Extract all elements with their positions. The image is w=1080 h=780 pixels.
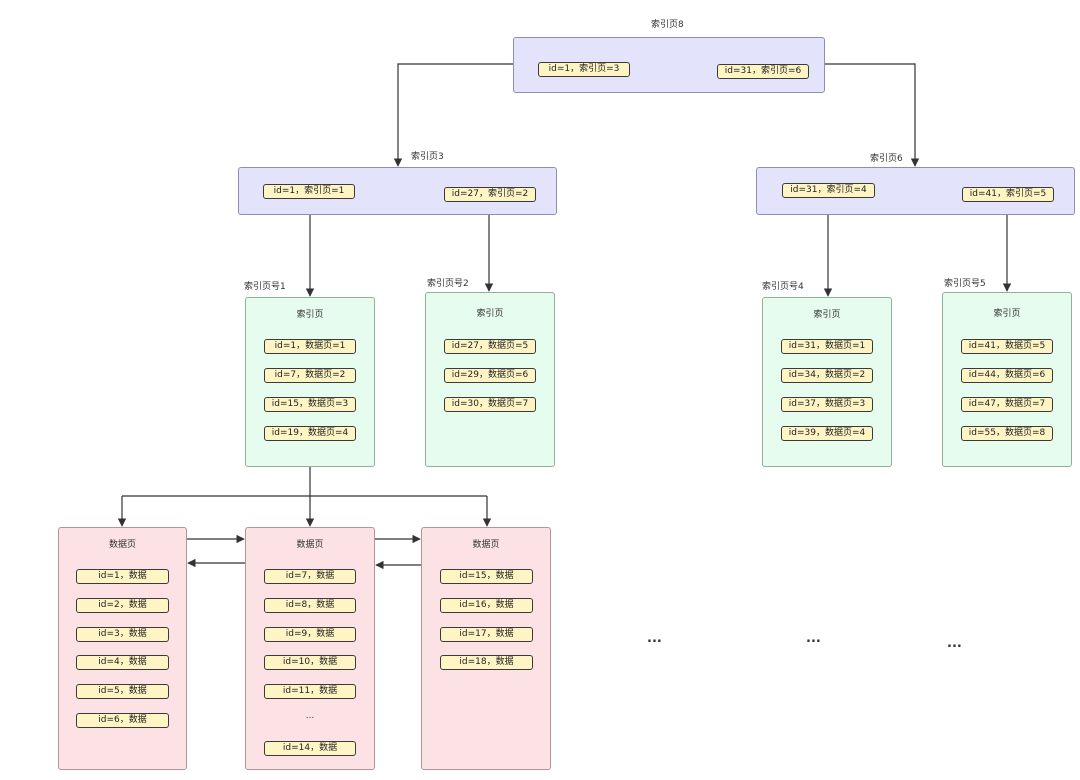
index-page-3-label: 索引页3: [411, 152, 444, 162]
data-page-1: 数据页 id=1，数据 id=2，数据 id=3，数据 id=4，数据 id=5…: [58, 527, 187, 770]
more-pages-ellipsis-1: ...: [647, 631, 662, 646]
index-page-3-entry-1: id=1，索引页=1: [263, 184, 355, 199]
leaf-page-2-title: 索引页: [476, 309, 504, 319]
index-page-3: id=1，索引页=1 id=27，索引页=2: [238, 167, 557, 215]
data-page-2-title: 数据页: [296, 540, 324, 550]
data-page-2-row-1: id=7，数据: [264, 569, 356, 584]
more-pages-ellipsis-3: ...: [947, 636, 962, 651]
data-page-2-row-5: id=11，数据: [264, 684, 356, 699]
root-index-page: id=1，索引页=3 id=31，索引页=6: [513, 37, 825, 93]
leaf-page-2-label: 索引页号2: [427, 279, 469, 289]
leaf-page-2-entry-1: id=27，数据页=5: [444, 339, 536, 354]
root-entry-1: id=1，索引页=3: [538, 62, 630, 77]
index-page-6-entry-1: id=31，索引页=4: [782, 183, 875, 198]
root-page-label: 索引页8: [651, 20, 684, 30]
data-page-2-row-7: id=14，数据: [264, 741, 356, 756]
leaf-page-5-entry-4: id=55，数据页=8: [961, 426, 1053, 441]
edge-root-to-index-3: [393, 63, 513, 167]
data-page-1-title: 数据页: [108, 540, 136, 550]
leaf-page-4-entry-4: id=39，数据页=4: [781, 426, 873, 441]
index-page-6-label: 索引页6: [870, 154, 903, 164]
leaf-page-5-title: 索引页: [993, 309, 1021, 319]
data-page-3-row-2: id=16，数据: [440, 598, 533, 613]
data-page-3-row-3: id=17，数据: [440, 627, 533, 642]
leaf-page-2-entry-2: id=29，数据页=6: [444, 368, 536, 383]
leaf-page-4-title: 索引页: [813, 310, 841, 320]
leaf-page-4-entry-1: id=31，数据页=1: [781, 339, 873, 354]
index-page-6: id=31，索引页=4 id=41，索引页=5: [756, 167, 1075, 215]
data-page-1-row-6: id=6，数据: [76, 713, 169, 728]
index-page-3-entry-2: id=27，索引页=2: [444, 187, 536, 202]
data-page-1-row-2: id=2，数据: [76, 598, 169, 613]
leaf-page-5-label: 索引页号5: [944, 279, 986, 289]
data-page-3-row-1: id=15，数据: [440, 569, 533, 584]
index-page-6-entry-2: id=41，索引页=5: [962, 187, 1054, 202]
leaf-page-1-label: 索引页号1: [244, 282, 286, 292]
data-page-1-row-3: id=3，数据: [76, 627, 169, 642]
data-page-2: 数据页 id=7，数据 id=8，数据 id=9，数据 id=10，数据 id=…: [245, 527, 375, 770]
root-entry-2: id=31，索引页=6: [717, 64, 809, 79]
leaf-index-page-4: 索引页 id=31，数据页=1 id=34，数据页=2 id=37，数据页=3 …: [762, 297, 892, 467]
leaf-page-2-entry-3: id=30，数据页=7: [444, 397, 536, 412]
leaf-page-1-entry-2: id=7，数据页=2: [264, 368, 356, 383]
data-page-3-title: 数据页: [472, 540, 500, 550]
leaf-page-1-entry-3: id=15，数据页=3: [264, 397, 356, 412]
data-page-1-row-5: id=5，数据: [76, 684, 169, 699]
leaf-page-5-entry-3: id=47，数据页=7: [961, 397, 1053, 412]
data-page-2-row-2: id=8，数据: [264, 598, 356, 613]
leaf-index-page-2: 索引页 id=27，数据页=5 id=29，数据页=6 id=30，数据页=7: [425, 292, 555, 467]
data-page-3: 数据页 id=15，数据 id=16，数据 id=17，数据 id=18，数据: [421, 527, 551, 770]
leaf-page-5-entry-2: id=44，数据页=6: [961, 368, 1053, 383]
leaf-page-1-title: 索引页: [296, 310, 324, 320]
leaf-page-1-entry-4: id=19，数据页=4: [264, 426, 356, 441]
data-page-2-gap-ellipsis: ...: [305, 711, 315, 721]
leaf-index-page-1: 索引页 id=1，数据页=1 id=7，数据页=2 id=15，数据页=3 id…: [245, 297, 375, 467]
leaf-index-page-5: 索引页 id=41，数据页=5 id=44，数据页=6 id=47，数据页=7 …: [942, 292, 1072, 467]
more-pages-ellipsis-2: ...: [806, 631, 821, 646]
leaf-page-5-entry-1: id=41，数据页=5: [961, 339, 1053, 354]
leaf-page-4-entry-2: id=34，数据页=2: [781, 368, 873, 383]
leaf-page-1-entry-1: id=1，数据页=1: [264, 339, 356, 354]
data-page-1-row-1: id=1，数据: [76, 569, 169, 584]
data-page-3-row-4: id=18，数据: [440, 655, 533, 670]
edge-root-to-index-6: [825, 63, 920, 167]
data-page-2-row-3: id=9，数据: [264, 627, 356, 642]
data-page-2-row-4: id=10，数据: [264, 655, 356, 670]
leaf-page-4-entry-3: id=37，数据页=3: [781, 397, 873, 412]
leaf-page-4-label: 索引页号4: [762, 282, 804, 292]
data-page-1-row-4: id=4，数据: [76, 655, 169, 670]
